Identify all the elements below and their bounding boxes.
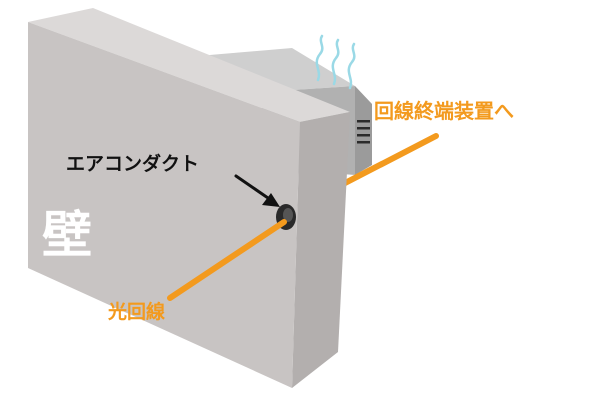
terminal-device-label: 回線終端装置へ [374, 99, 514, 123]
wall-block [28, 8, 350, 388]
wall-side [292, 112, 350, 388]
wall-top [28, 8, 350, 122]
air-conditioner-duct-label: エアコンダクト [66, 152, 199, 175]
vent-slots-icon [357, 120, 370, 144]
wall-face [28, 22, 300, 388]
optical-cable-front [167, 219, 287, 301]
wind-lines-icon [315, 34, 356, 90]
wall-label: 壁 [42, 206, 92, 264]
ac-unit-side [355, 86, 372, 175]
optical-line-label: 光回線 [107, 300, 165, 323]
ac-unit-top [198, 48, 355, 92]
pointer-arrow-icon [234, 174, 280, 207]
